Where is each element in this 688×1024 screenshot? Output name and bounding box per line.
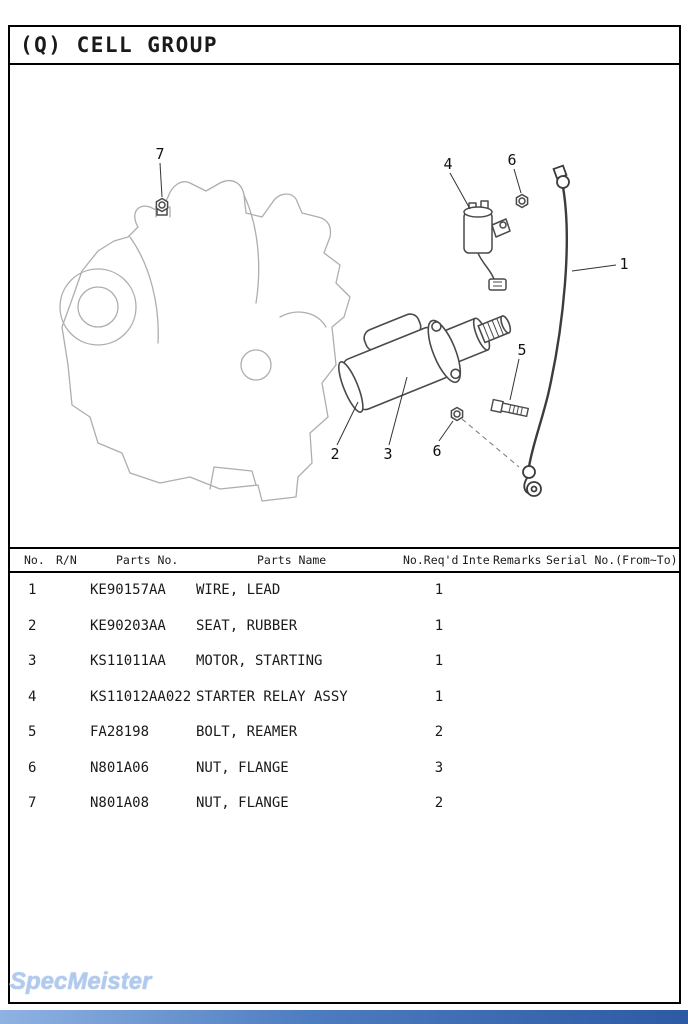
cell-parts-no: KE90157AA: [90, 582, 166, 598]
table-row: 1 KE90157AA WIRE, LEAD 1: [10, 573, 679, 609]
wire-lead: [522, 164, 570, 497]
table-row: 7 N801A08 NUT, FLANGE 2: [10, 786, 679, 822]
table-row: 3 KS11011AA MOTOR, STARTING 1: [10, 644, 679, 680]
cell-no: 4: [28, 688, 37, 705]
cell-parts-name: BOLT, REAMER: [196, 724, 298, 740]
page-title: (Q) CELL GROUP: [20, 33, 219, 57]
flange-nut-6-top: [515, 193, 529, 209]
engine-block-outline: [59, 180, 351, 502]
cell-req-qty: 1: [434, 582, 444, 598]
callout-1: 1: [619, 255, 628, 273]
cell-no: 1: [28, 582, 37, 598]
flange-nut-7: [155, 197, 169, 216]
table-row: 2 KE90203AA SEAT, RUBBER 1: [10, 609, 679, 645]
cell-req-qty: 1: [434, 653, 444, 669]
table-row: 4 KS11012AA022 STARTER RELAY ASSY 1: [10, 680, 679, 716]
cell-req-qty: 2: [434, 795, 444, 811]
cell-parts-name: WIRE, LEAD: [196, 582, 281, 598]
table-top-line: [10, 547, 679, 549]
cell-req-qty: 1: [434, 688, 444, 705]
cell-parts-no: KS11012AA022: [90, 688, 192, 705]
header-remarks: Remarks: [493, 553, 542, 567]
footer-bar: [0, 1010, 688, 1024]
watermark: SpecMeister: [10, 968, 152, 995]
cell-parts-no: FA28198: [90, 724, 150, 740]
cell-no: 6: [28, 759, 37, 776]
callout-7: 7: [155, 145, 164, 163]
cell-parts-name: NUT, FLANGE: [196, 795, 289, 811]
header-req: No.Req'd: [403, 553, 459, 567]
header-bottom-line: [10, 571, 679, 573]
callout-2: 2: [330, 445, 339, 463]
cell-no: 2: [28, 617, 37, 634]
parts-table: No. R/N Parts No. Parts Name No.Req'd In…: [10, 547, 679, 822]
cell-req-qty: 3: [434, 759, 444, 776]
cell-parts-name: SEAT, RUBBER: [196, 617, 298, 634]
header-parts-no: Parts No.: [116, 553, 179, 567]
table-row: 5 FA28198 BOLT, REAMER 2: [10, 715, 679, 751]
starter-motor: [338, 313, 512, 413]
starter-relay: [463, 200, 511, 291]
cell-parts-no: KS11011AA: [90, 653, 166, 669]
title-divider: [10, 63, 679, 65]
cell-no: 7: [28, 795, 37, 811]
cell-no: 5: [28, 724, 37, 740]
header-serial: Serial No.(From~To): [546, 553, 678, 567]
callout-6-top: 6: [507, 151, 516, 169]
page-border: (Q) CELL GROUP: [8, 25, 681, 1004]
bolt-reamer: [490, 398, 530, 418]
cell-parts-no: N801A06: [90, 759, 150, 776]
cell-parts-name: NUT, FLANGE: [196, 759, 289, 776]
callout-5: 5: [517, 341, 526, 359]
table-body: 1 KE90157AA WIRE, LEAD 1 2 KE90203AA SEA…: [10, 573, 679, 822]
cell-parts-no: KE90203AA: [90, 617, 166, 634]
table-row: 6 N801A06 NUT, FLANGE 3: [10, 751, 679, 787]
cell-no: 3: [28, 653, 37, 669]
cell-req-qty: 2: [434, 724, 444, 740]
cell-parts-name: STARTER RELAY ASSY: [196, 688, 348, 705]
callout-6-bottom: 6: [432, 442, 441, 460]
callout-4: 4: [443, 155, 452, 173]
parts-diagram: 7 4 6 1 5 2 3 6: [59, 145, 629, 502]
callout-3: 3: [383, 445, 392, 463]
header-inte: Inte: [462, 553, 490, 567]
leader-lines: [159, 162, 617, 468]
cell-parts-no: N801A08: [90, 795, 150, 811]
cell-req-qty: 1: [434, 617, 444, 634]
table-header: No. R/N Parts No. Parts Name No.Req'd In…: [10, 549, 679, 571]
header-rn: R/N: [56, 553, 77, 567]
cell-parts-name: MOTOR, STARTING: [196, 653, 323, 669]
header-parts-name: Parts Name: [257, 553, 327, 567]
flange-nut-6-bottom: [450, 406, 464, 422]
header-no: No.: [24, 553, 45, 567]
